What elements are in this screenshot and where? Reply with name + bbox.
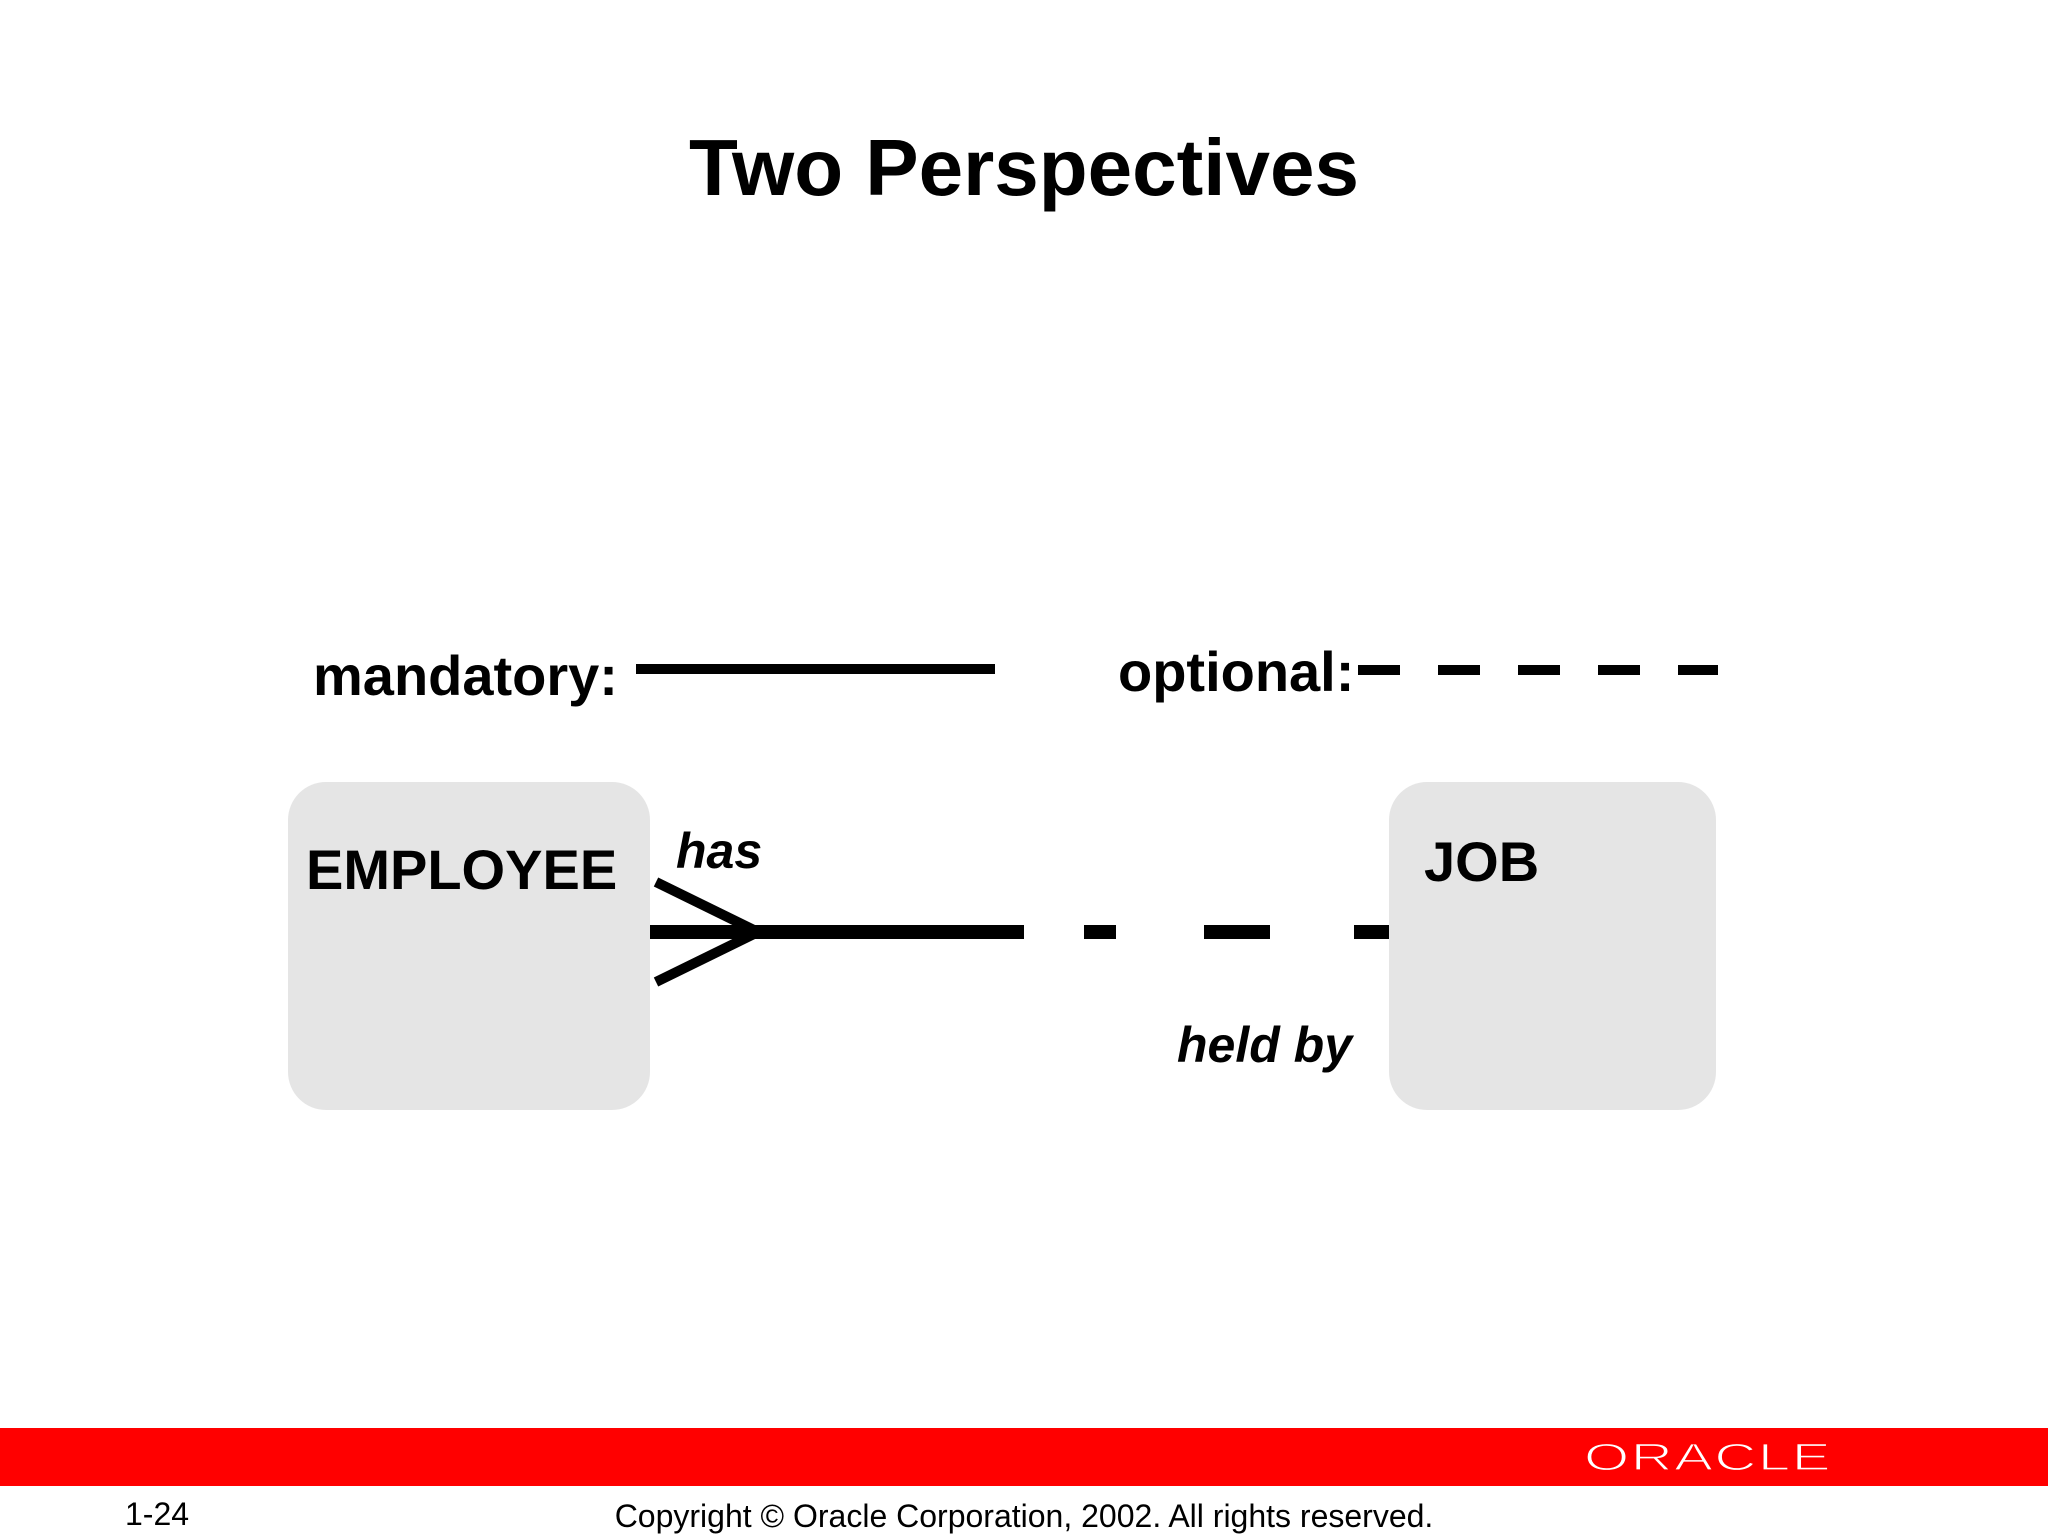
slide-title: Two Perspectives: [689, 123, 1359, 212]
svg-text:ORACLE: ORACLE: [1584, 1440, 1832, 1474]
entity-employee: EMPLOYEE: [288, 782, 650, 1110]
oracle-logo: ORACLE: [1583, 1440, 1832, 1474]
crows-foot-lower-prong: [653, 927, 761, 987]
legend-solid-line: [636, 664, 995, 674]
relationship-label-has: has: [676, 823, 763, 879]
footer-band: [0, 1428, 2048, 1486]
legend-mandatory-label: mandatory:: [313, 644, 618, 707]
relationship-label-held-by: held by: [1177, 1017, 1353, 1073]
legend-optional-label: optional:: [1118, 640, 1355, 703]
copyright-notice: Copyright © Oracle Corporation, 2002. Al…: [614, 1498, 1434, 1534]
slide-number: 1-24: [125, 1496, 190, 1532]
entity-job-name: JOB: [1424, 830, 1540, 893]
entity-employee-name: EMPLOYEE: [306, 838, 618, 901]
entity-job: JOB: [1389, 782, 1716, 1110]
legend-dashed-line: [1358, 665, 1718, 675]
crows-foot-upper-prong: [653, 877, 761, 937]
